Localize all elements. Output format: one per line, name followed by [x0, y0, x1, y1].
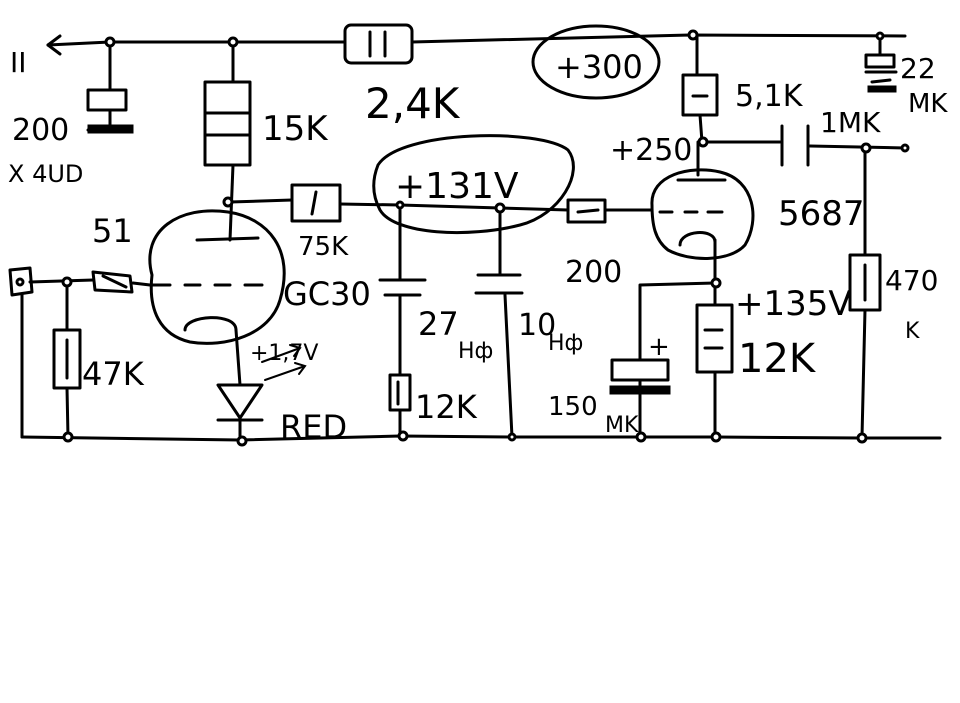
label-c-1mk: 1MK [820, 106, 881, 139]
label-c-22: 22 [900, 52, 936, 85]
label-mk-2: MK [605, 413, 639, 438]
label-plus: + [648, 332, 670, 362]
led-diode [216, 344, 307, 422]
capacitor-150mk [609, 358, 671, 395]
label-r-47k: 47K [82, 355, 145, 393]
capacitor-22mk [864, 53, 898, 93]
label-v-131: +131V [395, 166, 519, 207]
label-c-27: 27 [418, 305, 459, 343]
label-led: RED [280, 408, 347, 446]
resistor-12k-right [695, 303, 734, 374]
capacitor-1mk [780, 124, 810, 167]
resistor-470k [848, 253, 882, 312]
capacitor-27nf [378, 278, 427, 297]
label-nf-1: Нф [458, 339, 493, 364]
label-r-2-4k: 2,4K [365, 79, 461, 128]
label-c-10: 10 [518, 308, 556, 343]
label-tube-5687: 5687 [778, 194, 865, 234]
label-tube-gc30: GC30 [283, 275, 371, 313]
capacitor-10nf [474, 273, 524, 295]
resistor-15k [203, 80, 252, 167]
label-mk: MK [908, 89, 948, 119]
label-r-12k-lower: 12K [415, 388, 478, 426]
resistor-5-1k [681, 73, 719, 117]
label-r-5-1k: 5,1K [735, 79, 804, 114]
resistor-2-4k [343, 23, 414, 65]
label-r-12k-right: 12K [738, 336, 817, 382]
resistor-grid-v2 [566, 198, 607, 224]
label-r-75k: 75K [298, 232, 349, 262]
resistor-12k-lower [388, 373, 412, 412]
resistor-200-ohm [86, 88, 134, 134]
label-x-mult: X 4UD [8, 160, 83, 188]
labels: II 200 X 4UD 51 15K 2,4K +300 5,1K 22 MK… [8, 46, 948, 446]
label-v-supply: +300 [555, 48, 643, 86]
label-k-suffix: K [905, 319, 920, 344]
label-r-200: 200 [12, 113, 69, 148]
tube-v2 [650, 168, 755, 260]
label-v-135: +135V [735, 284, 852, 324]
label-r-200-lower: 200 [565, 255, 622, 290]
resistor-input-series [91, 270, 134, 294]
label-nf-2: Нф [548, 331, 583, 356]
voltage-bubble-131 [372, 134, 575, 235]
junctions [61, 29, 910, 447]
wiring [20, 33, 942, 442]
label-r-15k: 15K [262, 109, 329, 149]
resistor-47k [52, 328, 82, 390]
label-v-1-7: +1,7V [250, 341, 318, 366]
label-c-150: 150 [548, 392, 598, 422]
tube-v1 [148, 209, 286, 345]
supply-bubble [531, 24, 661, 100]
label-v-250: +250 [610, 133, 692, 168]
input-jack [8, 266, 34, 297]
label-output: II [10, 46, 27, 79]
label-r-470: 470 [885, 264, 938, 297]
label-tube-v1: 51 [92, 212, 133, 250]
resistor-75k [290, 183, 342, 223]
